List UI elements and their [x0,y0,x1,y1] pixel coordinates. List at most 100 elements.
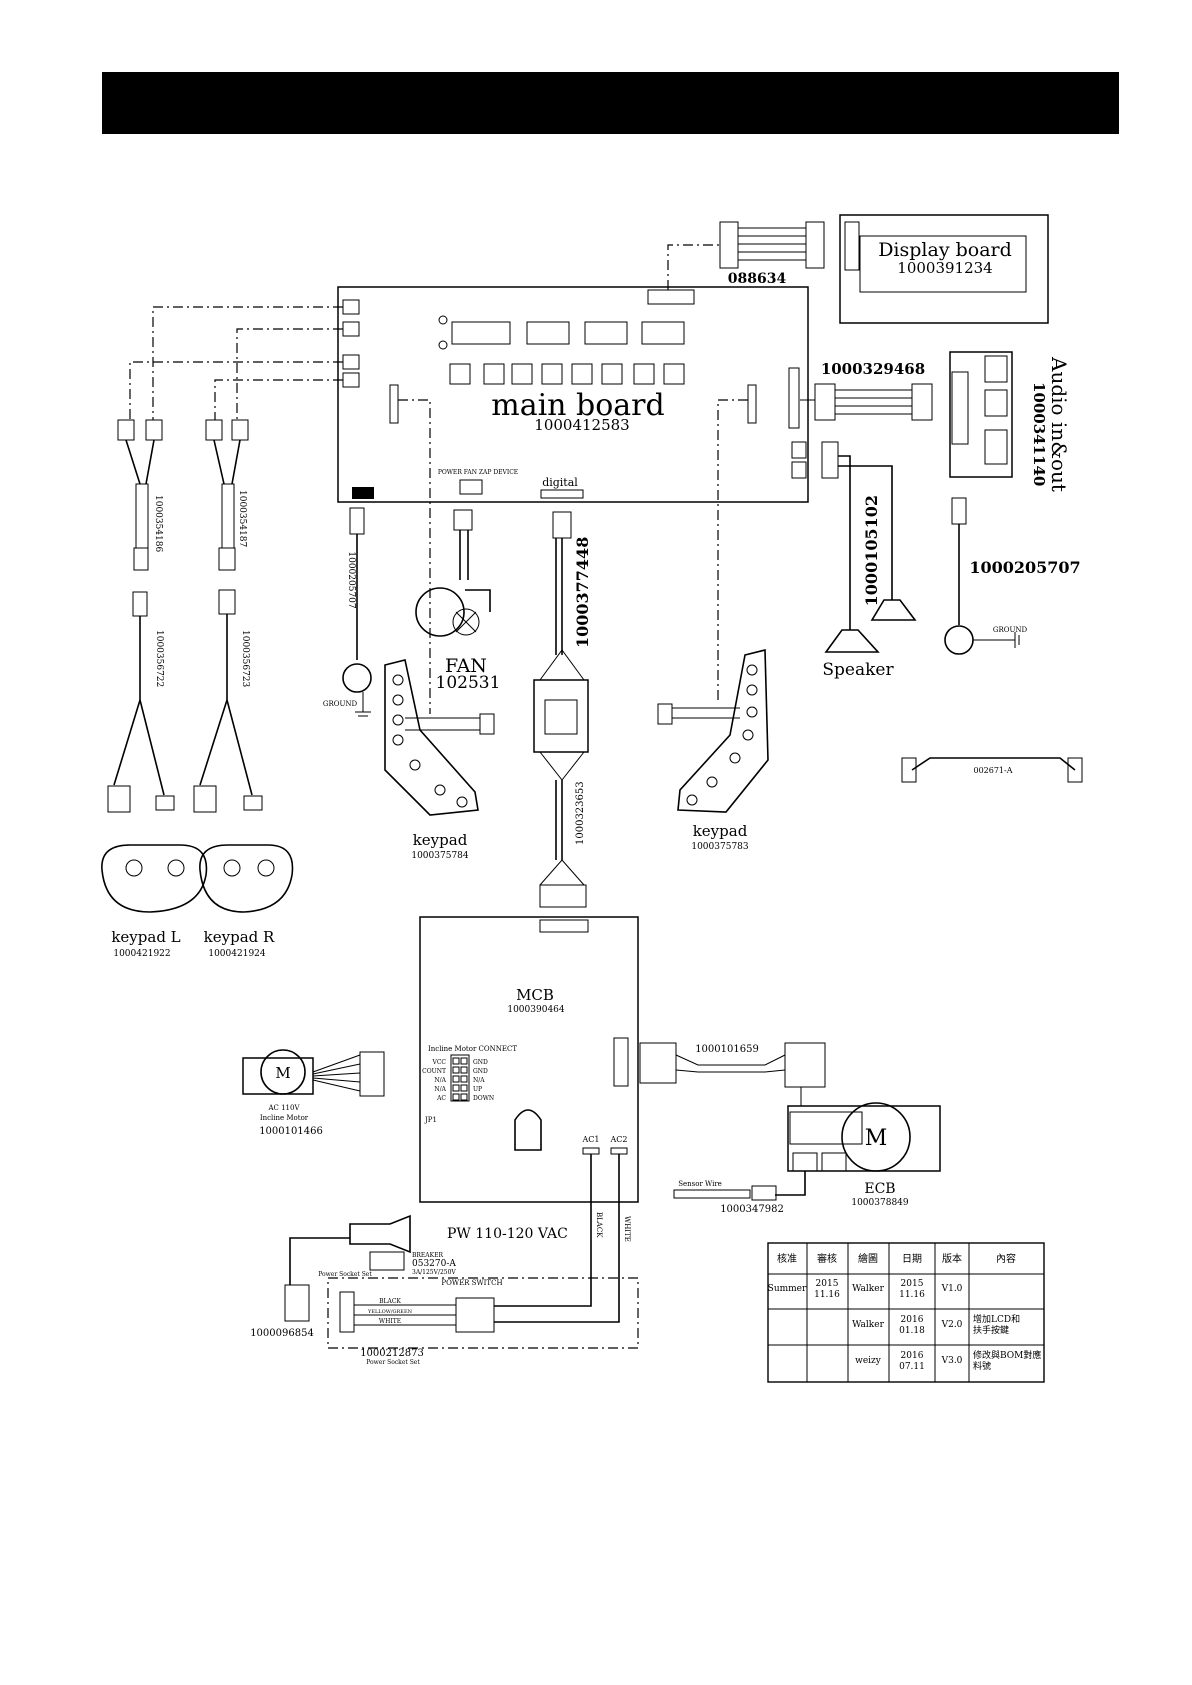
cable-c3-part: 1000356722 [154,630,164,687]
rev-cell-0-2: Walker [852,1284,884,1294]
wire-white-label: WHITE [379,1318,401,1325]
motor-part: 1000101466 [259,1126,323,1137]
keypad-right-part: 1000375783 [691,842,749,852]
mcb-pin-left-1: VCC [431,1059,446,1066]
plug-label: PW 110-120 VAC [447,1226,568,1242]
socket-sub-label: Power Socket Set [366,1359,420,1366]
breaker-label: BREAKER [412,1252,444,1259]
ground-right: 1000205707 GROUND [944,497,1081,655]
keypad-l-part: 1000421922 [113,949,170,959]
keypad-left: keypad 1000375784 [384,399,495,861]
audio-label: Audio in&out [1047,356,1071,492]
fan-part: 102531 [436,673,501,693]
mcb-part: 1000390464 [507,1005,565,1015]
keypad-r-part: 1000421924 [208,949,266,959]
ground-right-label: GROUND [993,626,1028,634]
audio-board: Audio in&out 1000341140 1000329468 [800,351,1071,492]
cable-c2-part: 1000354187 [237,490,247,548]
mcb-pin-right-2: GND [473,1068,488,1075]
breaker-rating: 3A/125V/250V [412,1269,456,1276]
keypad-r-label: keypad R [204,928,275,946]
wire-yellow-label: YELLOW/GREEN [367,1309,413,1315]
cord-part: 1000096854 [250,1328,314,1339]
ground-right-part: 1000205707 [969,558,1080,577]
ground-left-label: GROUND [323,700,358,708]
mcb-pin-right-4: UP [473,1086,482,1093]
breaker-part: 053270-A [412,1259,456,1269]
speaker-assembly: 1000105102 Speaker [791,441,917,680]
wire-black-label: BLACK [379,1298,401,1305]
socket-dashed-box [327,1277,639,1349]
mcb-pin-right-5: DOWN [473,1095,494,1102]
rev-cell-2-2: weizy [855,1356,882,1366]
rev-cell-1-4: V2.0 [941,1320,963,1330]
cable-c1-part: 1000354186 [153,495,163,553]
ecb-board: 1000101659 M Sensor Wire 1000347982 ECB … [639,1042,941,1215]
center-bottom-part: 1000323653 [575,781,586,845]
mcb-ac1: AC1 [582,1135,600,1144]
keypad-right: keypad 1000375783 [657,399,769,852]
ecb-label: ECB [864,1181,895,1197]
socket-set-label: Power Socket Set [318,1271,372,1278]
ecb-part: 1000378849 [851,1198,909,1208]
aux-cable-part: 002671-A [973,766,1012,775]
rev-cell-1-2: Walker [852,1320,884,1330]
keypad-lr: keypad L 1000421922 keypad R 1000421924 [101,844,294,959]
speaker-cable-part: 1000105102 [862,495,881,606]
display-board-label: Display board [878,239,1012,261]
main-board-label: main board [491,388,664,423]
display-board: Display board 1000391234 088634 [667,214,1049,324]
display-board-part: 1000391234 [897,259,992,277]
ac-wire-white: WHITE [623,1216,631,1242]
cable-c4-part: 1000356723 [240,630,250,688]
sensor-wire-part: 1000347982 [720,1204,784,1215]
keypad-left-label: keypad [413,831,468,849]
center-cable: 1000377448 1000323653 [533,511,592,908]
rev-h-2: 繪圖 [858,1252,878,1265]
socket-part: 1000212873 [360,1348,424,1359]
display-cable-part: 088634 [728,271,787,287]
keypad-left-part: 1000375784 [411,851,469,861]
mcb-ac2: AC2 [610,1135,628,1144]
keypad-right-label: keypad [693,822,748,840]
mcb-pin-left-4: N/A [434,1086,446,1093]
mcb-pin-left-5: AC [436,1095,446,1102]
incline-connect-label: Incline Motor CONNECT [428,1045,517,1053]
mcb-pin-left-2: COUNT [422,1068,446,1075]
mcb-pin-left-3: N/A [434,1077,446,1084]
digital-connector-label: digital [542,476,578,489]
sensor-wire-label: Sensor Wire [678,1180,722,1188]
left-cables: 1000354186 1000354187 1000356722 1000356… [107,306,343,813]
rev-h-1: 審核 [817,1252,837,1265]
power-section: PW 110-120 VAC BREAKER 053270-A 3A/125V/… [250,1154,639,1366]
center-top-part: 1000377448 [573,537,592,648]
rev-h-5: 內容 [996,1252,1016,1265]
mcb-pin-right-3: N/A [473,1077,485,1084]
incline-motor: M AC 110V Incline Motor 1000101466 [242,1049,385,1137]
rev-h-4: 版本 [942,1252,962,1265]
aux-cable: 002671-A [901,757,1083,783]
ecb-motor-symbol: M [865,1126,888,1151]
mcb-board: MCB 1000390464 Incline Motor CONNECT VCC… [419,916,639,1203]
mcb-jp: JP1 [424,1116,437,1124]
rev-cell-0-0: Summer [768,1284,807,1294]
mcb-pin-right-1: GND [473,1059,488,1066]
power-switch-label: POWER SWITCH [441,1279,502,1287]
ac-wire-black: BLACK [595,1212,603,1238]
ground-left: 1000205707 GROUND [323,507,372,717]
fan: FAN 102531 [415,509,501,693]
fan-header-label: POWER FAN ZAP DEVICE [438,469,518,476]
ecb-cable-part: 1000101659 [695,1044,759,1055]
speaker-label: Speaker [822,660,894,680]
rev-cell-2-5: 修改與BOM對應料號 [973,1349,1041,1372]
motor-symbol: M [275,1064,290,1082]
mcb-label: MCB [516,986,554,1004]
ground-left-part: 1000205707 [346,551,356,609]
audio-part: 1000341140 [1030,382,1048,486]
header-bar [102,72,1119,134]
fan-label: FAN [445,655,487,677]
